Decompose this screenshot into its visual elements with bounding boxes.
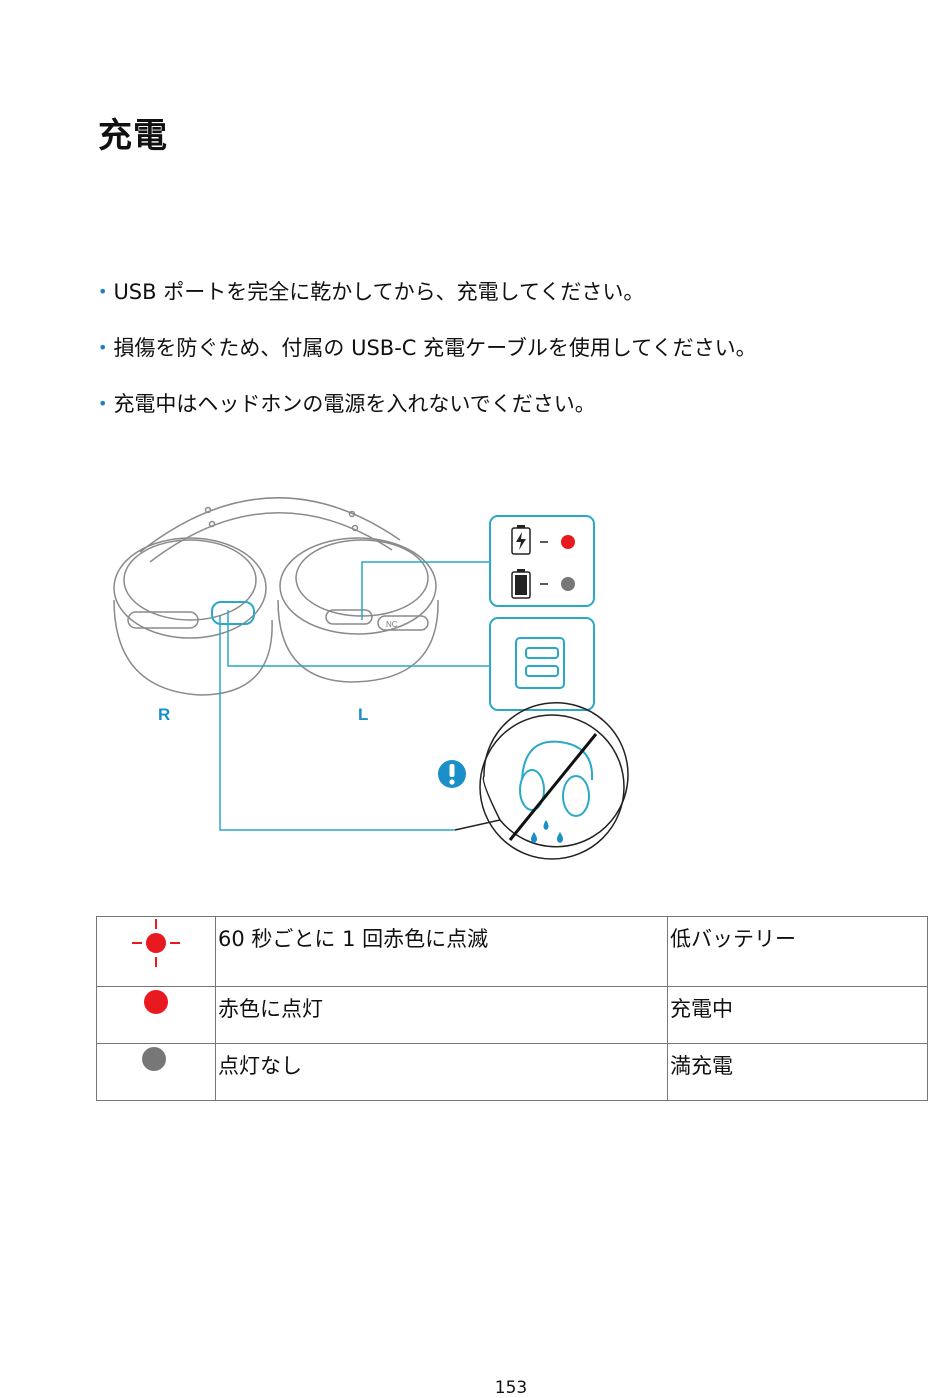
list-item: • USB ポートを完全に乾かしてから、充電してください。 [98,276,757,332]
list-item: • 損傷を防ぐため、付属の USB-C 充電ケーブルを使用してください。 [98,332,757,388]
right-earcup-illustration [113,537,273,696]
nc-button-label: NC [386,620,398,629]
table-row: 赤色に点灯 充電中 [96,986,928,1044]
bullet-text: 損傷を防ぐため、付属の USB-C 充電ケーブルを使用してください。 [113,336,757,360]
table-cell-description: 60 秒ごとに 1 回赤色に点滅 [215,916,668,987]
list-item: • 充電中はヘッドホンの電源を入れないでください。 [98,388,757,444]
page-number: 153 [494,1378,528,1398]
left-earcup-illustration [277,537,439,683]
table-cell-state: 充電中 [667,986,928,1044]
left-label: L [358,705,368,724]
table-cell-state: 低バッテリー [667,916,928,987]
headband-illustration [139,497,401,563]
table-row: 60 秒ごとに 1 回赤色に点滅 低バッテリー [96,916,928,987]
no-water-callout [454,702,629,860]
bullet-text: 充電中はヘッドホンの電源を入れないでください。 [113,392,596,416]
table-cell-icon [96,916,216,987]
table-cell-description: 赤色に点灯 [215,986,668,1044]
callout-lines [219,561,490,831]
page-title: 充電 [98,116,168,156]
bullet-icon: • [98,282,108,301]
led-indicator-panel [489,515,595,607]
gray-led-off-icon [142,1047,166,1071]
table-row: 点灯なし 満充電 [96,1043,928,1101]
charging-diagram: NC R L [113,497,629,860]
bullet-icon: • [98,338,108,357]
table-cell-icon [96,1043,216,1101]
blinking-red-led-icon [132,919,180,967]
usb-c-port-panel [489,617,595,711]
table-cell-icon [96,986,216,1044]
solid-red-led-icon [144,990,168,1014]
bullet-text: USB ポートを完全に乾かしてから、充電してください。 [113,280,645,304]
table-cell-state: 満充電 [667,1043,928,1101]
led-status-table: 60 秒ごとに 1 回赤色に点滅 低バッテリー 赤色に点灯 充電中 点灯なし 満… [96,916,928,1101]
table-cell-description: 点灯なし [215,1043,668,1101]
bullet-icon: • [98,394,108,413]
instruction-list: • USB ポートを完全に乾かしてから、充電してください。 • 損傷を防ぐため、付属… [98,276,757,444]
warning-icon [438,760,466,788]
right-label: R [158,705,170,724]
